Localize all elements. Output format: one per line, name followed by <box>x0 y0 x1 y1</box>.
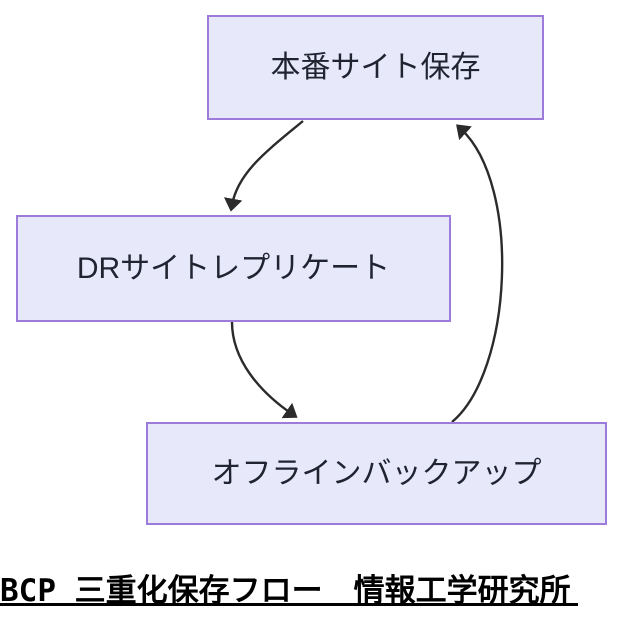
node-label: DRサイトレプリケート <box>76 252 391 285</box>
node-production-site-backup[interactable]: 本番サイト保存 <box>207 15 544 120</box>
edge-prod-to-dr <box>223 120 304 212</box>
node-label: オフラインバックアップ <box>211 457 542 490</box>
node-offline-backup[interactable]: オフラインバックアップ <box>146 422 607 525</box>
diagram-caption: BCP 三重化保存フロー 情報工学研究所 <box>0 565 638 610</box>
node-dr-site-replicate[interactable]: DRサイトレプリケート <box>16 215 451 322</box>
caption-underline-rule <box>0 603 578 606</box>
node-label: 本番サイト保存 <box>270 51 481 84</box>
edge-offline-to-prod <box>451 124 504 423</box>
edge-dr-to-offline <box>230 321 298 419</box>
